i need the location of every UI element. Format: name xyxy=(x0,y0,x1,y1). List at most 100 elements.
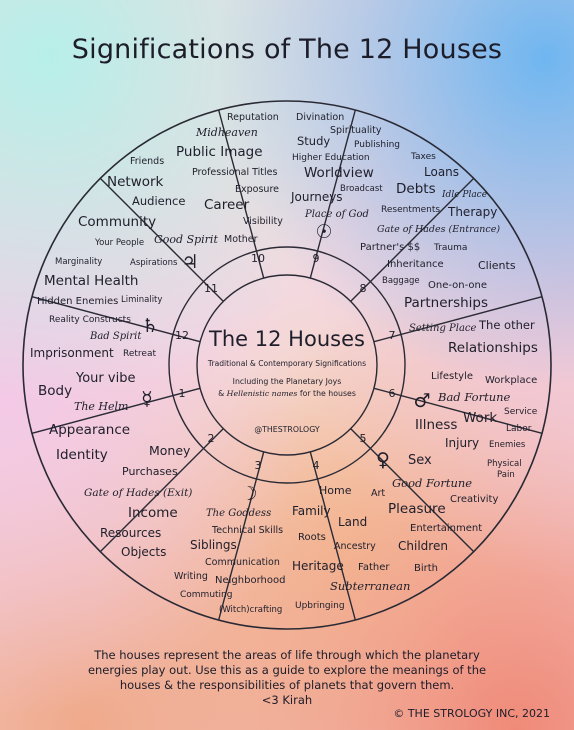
house-divider-line xyxy=(31,295,201,343)
label: The other xyxy=(478,318,535,332)
label: Trauma xyxy=(433,243,467,253)
label: Heritage xyxy=(292,559,344,573)
copyright: © THE STROLOGY INC, 2021 xyxy=(393,707,550,720)
house-number-7: 7 xyxy=(389,329,396,342)
label: Father xyxy=(358,562,390,573)
label: Midheaven xyxy=(195,126,258,139)
label: Setting Place xyxy=(409,323,477,334)
label: Worldview xyxy=(304,165,374,181)
house-dividers xyxy=(31,109,543,621)
label: Enemies xyxy=(489,440,526,450)
label: Hidden Enemies xyxy=(37,296,118,307)
label: Pain xyxy=(497,470,515,480)
house-divider-line xyxy=(373,295,543,343)
label: Service xyxy=(504,407,538,417)
label: Lifestyle xyxy=(431,371,473,382)
house-divider-line xyxy=(31,387,201,435)
center-subtitle: Traditional & Contemporary Signification… xyxy=(207,359,366,368)
caption-signature: <3 Kirah xyxy=(261,693,313,707)
label: Ancestry xyxy=(334,541,376,552)
label: Broadcast xyxy=(340,184,383,194)
house-4-labels: Home Family Land Roots Ancestry Heritage… xyxy=(292,484,410,611)
label: Your People xyxy=(94,238,144,248)
label: Reputation xyxy=(227,112,279,123)
house-number-11: 11 xyxy=(204,282,218,295)
label: Siblings xyxy=(190,538,237,552)
house-number-2: 2 xyxy=(208,432,215,445)
label: Injury xyxy=(445,436,479,450)
label: Liminality xyxy=(121,295,162,305)
label: Professional Titles xyxy=(192,167,277,178)
label: Sex xyxy=(408,453,432,468)
house-number-6: 6 xyxy=(389,387,396,400)
sun-icon: ☉ xyxy=(315,221,332,243)
label: Good Fortune xyxy=(392,476,472,490)
house-divider-line xyxy=(99,428,224,553)
label: Public Image xyxy=(176,144,263,160)
label: Place of God xyxy=(304,209,369,220)
jupiter-icon: ♃ xyxy=(181,251,198,273)
label: Partner's $$ xyxy=(360,242,420,253)
label: Bad Fortune xyxy=(437,390,511,404)
label: Aspirations xyxy=(130,258,178,268)
label: Roots xyxy=(298,532,326,543)
label: Your vibe xyxy=(75,371,135,386)
label: Network xyxy=(107,174,164,190)
venus-icon: ♀ xyxy=(376,449,390,471)
house-divider-line xyxy=(99,177,224,302)
house-divider-line xyxy=(373,387,543,435)
house-2-labels: Money Purchases Gate of Hades (Exit) Inc… xyxy=(84,443,192,559)
label: Higher Education xyxy=(292,153,370,163)
house-5-labels: Sex Good Fortune Art Creativity Pleasure… xyxy=(371,453,498,574)
label: Clients xyxy=(478,259,516,272)
house-number-4: 4 xyxy=(313,459,320,472)
house-9-labels: Divination Spirituality Study Publishing… xyxy=(290,112,400,220)
label: Appearance xyxy=(49,422,130,438)
house-number-9: 9 xyxy=(313,252,320,265)
label: Audience xyxy=(132,194,185,208)
caption-line: houses & the responsibilities of planets… xyxy=(119,678,455,692)
house-divider-line xyxy=(309,109,357,279)
label: Gate of Hades (Entrance) xyxy=(377,224,500,235)
label: Income xyxy=(128,505,178,521)
center-heading: The 12 Houses xyxy=(208,327,365,351)
label: Art xyxy=(371,488,385,499)
label: Neighborhood xyxy=(215,575,285,586)
label: Children xyxy=(398,539,448,553)
label: Study xyxy=(297,134,330,148)
label: Imprisonment xyxy=(30,346,114,360)
house-divider-line xyxy=(309,451,357,621)
house-11-labels: Friends Network Audience Community Your … xyxy=(78,156,218,268)
label: Taxes xyxy=(410,152,436,162)
house-divider-line xyxy=(350,428,475,553)
label: Writing xyxy=(174,571,208,582)
center-note-line2: & Hellenistic names for the houses xyxy=(218,389,356,398)
house-3-labels: The Goddess Technical Skills Siblings Co… xyxy=(174,508,285,615)
label: Technical Skills xyxy=(211,525,283,536)
page-title: Significations of The 12 Houses xyxy=(71,34,503,65)
label: Pleasure xyxy=(388,501,446,517)
house-number-5: 5 xyxy=(360,432,367,445)
label: Career xyxy=(204,197,250,213)
label: Home xyxy=(319,484,352,497)
house-number-12: 12 xyxy=(175,329,189,342)
label: Mother xyxy=(224,234,258,245)
house-number-3: 3 xyxy=(255,459,262,472)
house-number-10: 10 xyxy=(251,252,265,265)
label: Birth xyxy=(414,563,438,574)
label: Workplace xyxy=(485,375,537,386)
label: Baggage xyxy=(382,276,420,286)
center-note-line1: Including the Planetary Joys xyxy=(233,377,342,386)
label: Marginality xyxy=(55,257,102,267)
label: Mental Health xyxy=(44,273,138,289)
caption-line: energies play out. Use this as a guide t… xyxy=(87,663,487,677)
house-10-labels: Reputation Midheaven Public Image Profes… xyxy=(176,112,283,245)
label: Land xyxy=(338,515,367,529)
label: Therapy xyxy=(447,205,497,219)
label: Physical xyxy=(487,459,522,469)
label: Identity xyxy=(56,447,108,463)
label: Upbringing xyxy=(295,601,345,611)
label: The Helm xyxy=(74,400,128,413)
